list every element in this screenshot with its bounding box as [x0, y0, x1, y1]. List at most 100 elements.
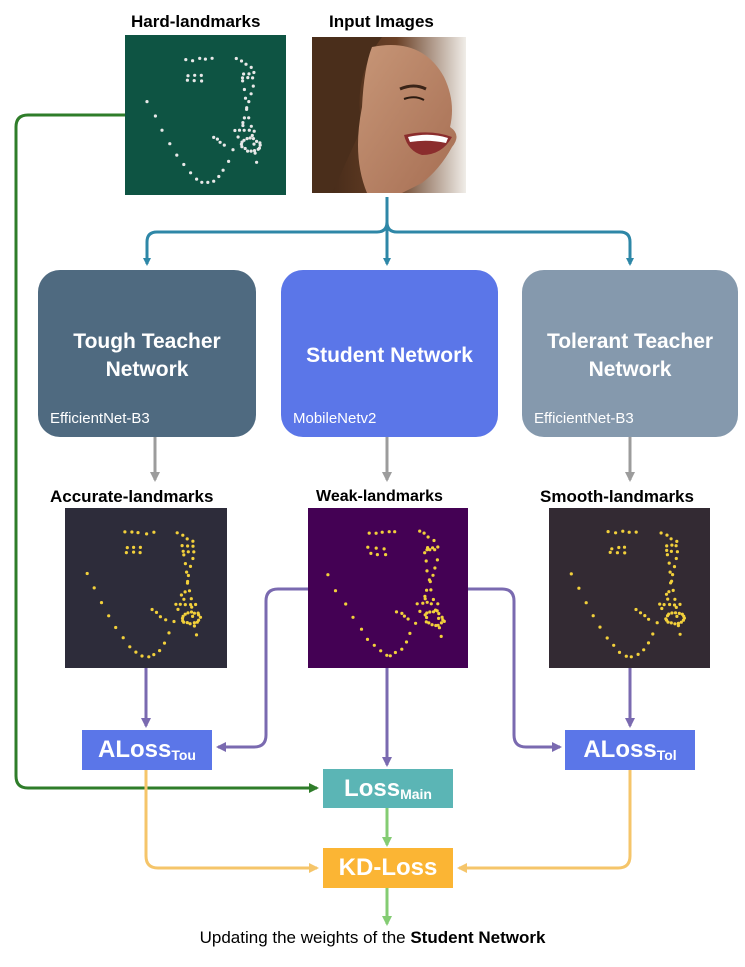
landmark-dot [668, 570, 672, 574]
landmark-dot [233, 128, 237, 133]
smooth-landmarks-panel [549, 508, 710, 668]
landmark-dot [162, 641, 167, 645]
landmark-dot [153, 114, 157, 118]
landmark-dot [634, 607, 638, 612]
landmark-dot [181, 614, 185, 618]
landmark-dot [624, 654, 628, 658]
landmark-dot [195, 620, 199, 624]
landmark-dot [251, 76, 255, 80]
landmark-dot [437, 626, 441, 630]
landmark-dot [425, 548, 429, 552]
landmark-loss-arrows [141, 587, 635, 767]
landmark-dot [132, 550, 136, 554]
landmark-dot [188, 564, 193, 568]
landmark-dot [244, 62, 248, 66]
landmark-dot [185, 78, 189, 82]
tough-teacher-network-box: Tough Teacher Network EfficientNet-B3 [38, 270, 256, 437]
landmark-dot [402, 614, 406, 618]
landmark-dot [408, 631, 412, 635]
footer-caption: Updating the weights of the Student Netw… [0, 928, 745, 948]
landmark-dot [434, 623, 438, 628]
landmark-dot [242, 72, 246, 76]
network-output-arrows [150, 437, 635, 482]
landmark-dot [186, 74, 190, 78]
landmark-dot [218, 140, 222, 144]
landmark-dot [432, 538, 436, 543]
input-face-image [312, 37, 466, 193]
face-photo-illustration [312, 37, 466, 193]
landmark-dot [107, 614, 111, 618]
landmark-dot [186, 573, 190, 578]
landmark-dot [183, 562, 187, 566]
tolerant-teacher-subtitle: EfficientNet-B3 [534, 410, 634, 427]
landmark-dot [192, 79, 196, 83]
landmark-dot [212, 179, 216, 183]
landmark-dot [197, 613, 201, 617]
landmark-dot [662, 603, 666, 607]
landmark-dot [255, 139, 259, 143]
landmark-dot [241, 79, 245, 83]
landmark-dot [245, 137, 249, 141]
tolerant-teacher-network-box: Tolerant Teacher Network EfficientNet-B3 [522, 270, 738, 437]
landmark-dot [180, 544, 184, 548]
landmark-dot [190, 605, 194, 609]
loss-main-sub: Main [400, 785, 432, 802]
landmark-dot [256, 147, 260, 151]
landmark-dot [678, 602, 682, 606]
landmark-dot [140, 654, 144, 658]
landmark-dot [99, 601, 104, 605]
landmark-dot [436, 602, 440, 606]
landmark-dot [168, 142, 172, 146]
landmark-dot [136, 531, 140, 535]
landmark-dot [183, 612, 187, 616]
landmark-dot [241, 121, 245, 125]
landmark-dot [121, 636, 125, 640]
landmark-dot [242, 87, 246, 92]
landmark-dot [418, 609, 422, 613]
landmark-dot [394, 610, 399, 614]
landmark-dot [200, 79, 204, 83]
landmark-dot [145, 100, 149, 104]
landmark-dot [179, 593, 183, 597]
landmark-dot [605, 636, 609, 640]
aloss-tou-base: ALoss [98, 736, 172, 763]
landmark-dot [424, 620, 428, 624]
landmark-dot [200, 180, 204, 184]
landmark-dot [145, 532, 149, 536]
student-network-subtitle: MobileNetv2 [293, 410, 377, 427]
landmark-dot [584, 601, 588, 605]
landmark-dot [186, 544, 190, 548]
aloss-tou-sub: Tou [171, 747, 196, 763]
landmark-dot [247, 116, 251, 120]
landmark-dot [436, 623, 440, 627]
landmark-dot [435, 558, 439, 562]
landmark-dot [198, 56, 202, 60]
landmark-dot [250, 133, 254, 138]
hard-landmarks-label: Hard-landmarks [131, 12, 261, 31]
landmark-dot [636, 652, 640, 656]
landmark-dot [608, 550, 612, 554]
landmark-dot [194, 633, 199, 637]
landmark-dot [152, 530, 156, 534]
landmark-dot [404, 640, 409, 644]
footer-bold: Student Network [410, 928, 546, 947]
landmark-dot [176, 607, 180, 611]
landmark-dot [252, 70, 256, 75]
landmark-dot [674, 605, 678, 609]
landmark-dot [428, 548, 432, 552]
landmark-dot [181, 533, 185, 537]
landmark-dot [414, 621, 418, 625]
landmark-dot [664, 592, 669, 596]
landmark-dot [643, 614, 647, 618]
landmark-dot [669, 537, 673, 541]
arrow-to-tough-teacher [143, 221, 389, 266]
aloss-tol-base: ALoss [583, 736, 657, 763]
arrow-weak-to-aloss-tou [216, 587, 308, 752]
landmark-dot [189, 171, 193, 175]
landmark-dot [437, 616, 441, 620]
tolerant-teacher-title: Tolerant Teacher Network [546, 330, 714, 381]
landmark-dot [393, 530, 397, 534]
landmark-dot [252, 129, 256, 133]
landmark-dot [239, 59, 244, 63]
